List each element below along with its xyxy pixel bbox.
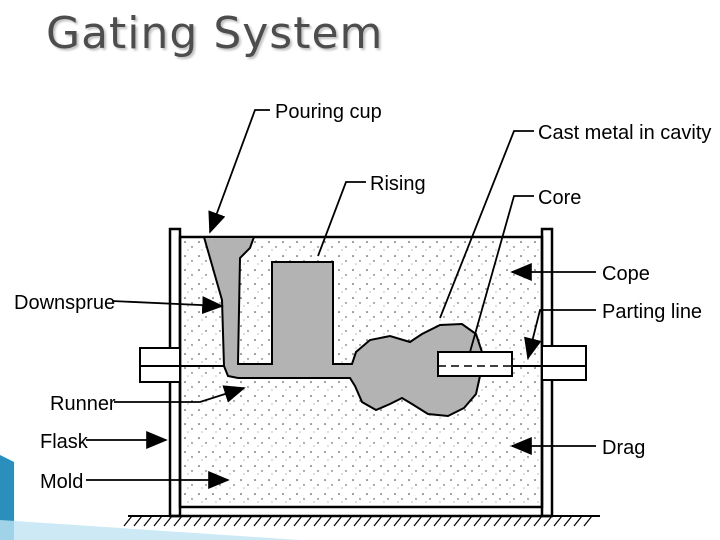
slide-title: Gating System (46, 8, 384, 59)
leader-lines (86, 109, 596, 489)
label-runner: Runner (50, 393, 116, 415)
label-parting-line: Parting line (602, 301, 702, 323)
label-cast-metal: Cast metal in cavity (538, 122, 711, 144)
label-drag: Drag (602, 437, 645, 459)
core (437, 351, 513, 377)
label-flask: Flask (40, 431, 89, 453)
cast-metal (202, 236, 484, 418)
label-cope: Cope (602, 263, 650, 285)
label-pouring-cup: Pouring cup (275, 101, 382, 123)
slide-accent (0, 455, 300, 540)
label-downsprue: Downsprue (14, 292, 115, 314)
label-rising: Rising (370, 173, 426, 195)
label-mold: Mold (40, 471, 83, 493)
label-core: Core (538, 187, 581, 209)
ground-hatching (123, 515, 600, 527)
